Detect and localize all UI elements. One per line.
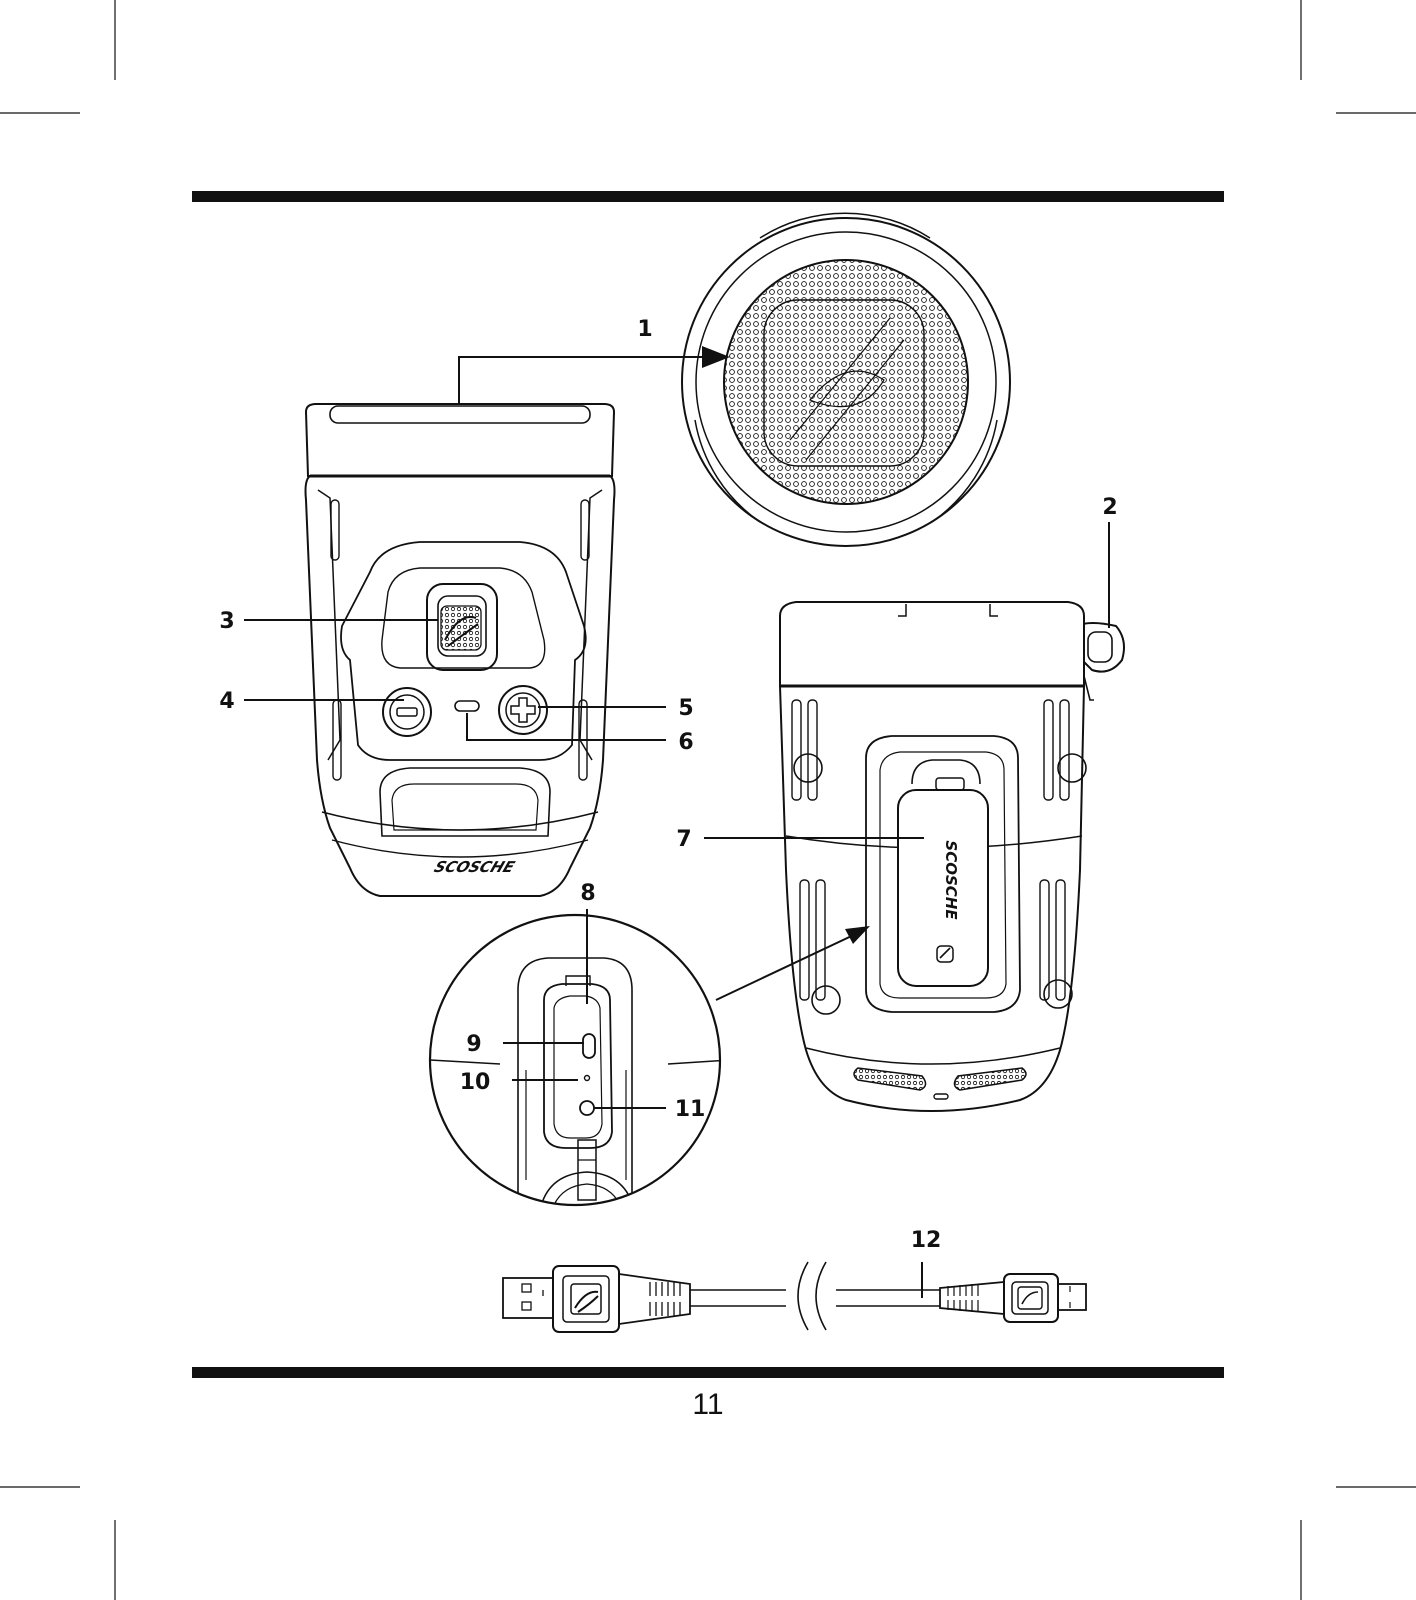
port-zoom-inset: [430, 915, 870, 1210]
front-brand-logo: SCOSCHE: [432, 858, 518, 875]
callout-2: 2: [1102, 495, 1117, 520]
callout-6: 6: [678, 730, 693, 755]
callout-3: 3: [219, 609, 234, 634]
callout-10: 10: [460, 1070, 491, 1095]
callout-1: 1: [637, 317, 652, 342]
top-rule: [192, 191, 1224, 202]
callout-5: 5: [678, 696, 693, 721]
callout-4: 4: [219, 689, 234, 714]
bottom-rule: [192, 1367, 1224, 1378]
callout-11: 11: [675, 1097, 706, 1122]
callout-12: 12: [911, 1228, 942, 1253]
callout-9: 9: [466, 1032, 481, 1057]
back-brand-logo: SCOSCHE: [942, 840, 960, 920]
callout-8: 8: [580, 881, 595, 906]
callout-7: 7: [676, 827, 691, 852]
usb-cable: [503, 1262, 1086, 1332]
page-number: 11: [692, 1388, 723, 1421]
speaker-front-view: [306, 404, 615, 896]
speaker-top-view: [682, 213, 1010, 546]
